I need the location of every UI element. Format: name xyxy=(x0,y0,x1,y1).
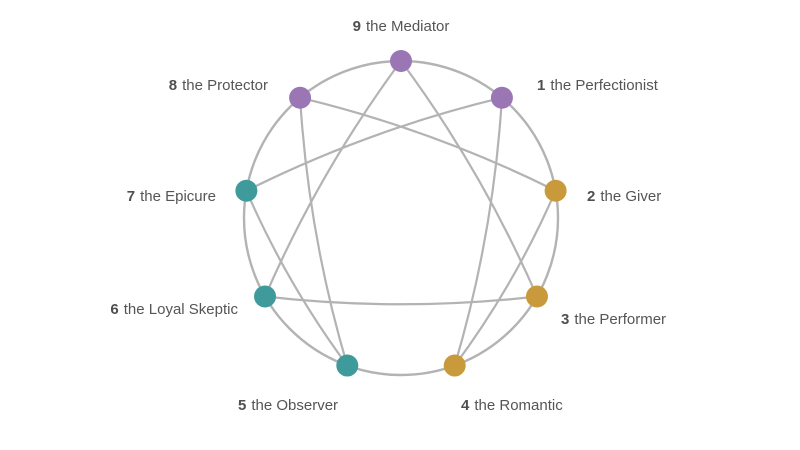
point-6-dot xyxy=(254,285,277,308)
point-8-label: 8 the Protector xyxy=(169,77,268,94)
point-8-name: the Protector xyxy=(182,77,268,94)
point-1-number: 1 xyxy=(537,77,545,94)
point-5-label: 5 the Observer xyxy=(238,397,338,414)
point-4-name: the Romantic xyxy=(474,397,563,414)
point-9-name: the Mediator xyxy=(366,18,449,35)
point-2-label: 2 the Giver xyxy=(587,188,661,205)
connection-line-1-4 xyxy=(453,96,504,367)
point-1-dot xyxy=(490,86,513,109)
point-3-dot xyxy=(525,285,548,308)
connection-line-8-5 xyxy=(298,96,349,367)
connection-line-6-9 xyxy=(263,59,403,298)
point-3-label: 3 the Performer xyxy=(561,311,666,328)
point-7-number: 7 xyxy=(127,188,135,205)
outer-circle xyxy=(242,59,560,377)
point-7-name: the Epicure xyxy=(140,188,216,205)
connection-line-9-3 xyxy=(399,59,539,298)
point-2-name: the Giver xyxy=(600,188,661,205)
point-1-label: 1 the Perfectionist xyxy=(537,77,659,94)
point-5-dot xyxy=(336,354,359,377)
point-9-label: 9 the Mediator xyxy=(353,18,450,35)
point-1-name: the Perfectionist xyxy=(550,77,658,94)
connection-line-4-2 xyxy=(453,189,557,367)
point-5-number: 5 xyxy=(238,397,246,414)
point-4-number: 4 xyxy=(461,397,470,414)
point-6-name: the Loyal Skeptic xyxy=(124,301,239,318)
point-3-name: the Performer xyxy=(574,311,666,328)
point-8-dot xyxy=(289,86,312,109)
point-6-number: 6 xyxy=(110,301,118,318)
point-9-number: 9 xyxy=(353,18,361,35)
connection-line-5-7 xyxy=(245,189,349,367)
point-3-number: 3 xyxy=(561,311,569,328)
point-9-dot xyxy=(390,50,412,72)
point-8-number: 8 xyxy=(169,77,177,94)
connection-line-3-6 xyxy=(263,295,539,306)
point-2-dot xyxy=(544,179,567,202)
point-5-name: the Observer xyxy=(251,397,338,414)
point-2-number: 2 xyxy=(587,188,595,205)
connection-line-2-8 xyxy=(298,96,557,192)
connection-line-7-1 xyxy=(245,96,504,192)
point-7-label: 7 the Epicure xyxy=(127,188,216,205)
point-6-label: 6 the Loyal Skeptic xyxy=(110,301,238,318)
point-4-dot xyxy=(443,354,466,377)
point-7-dot xyxy=(235,179,258,202)
